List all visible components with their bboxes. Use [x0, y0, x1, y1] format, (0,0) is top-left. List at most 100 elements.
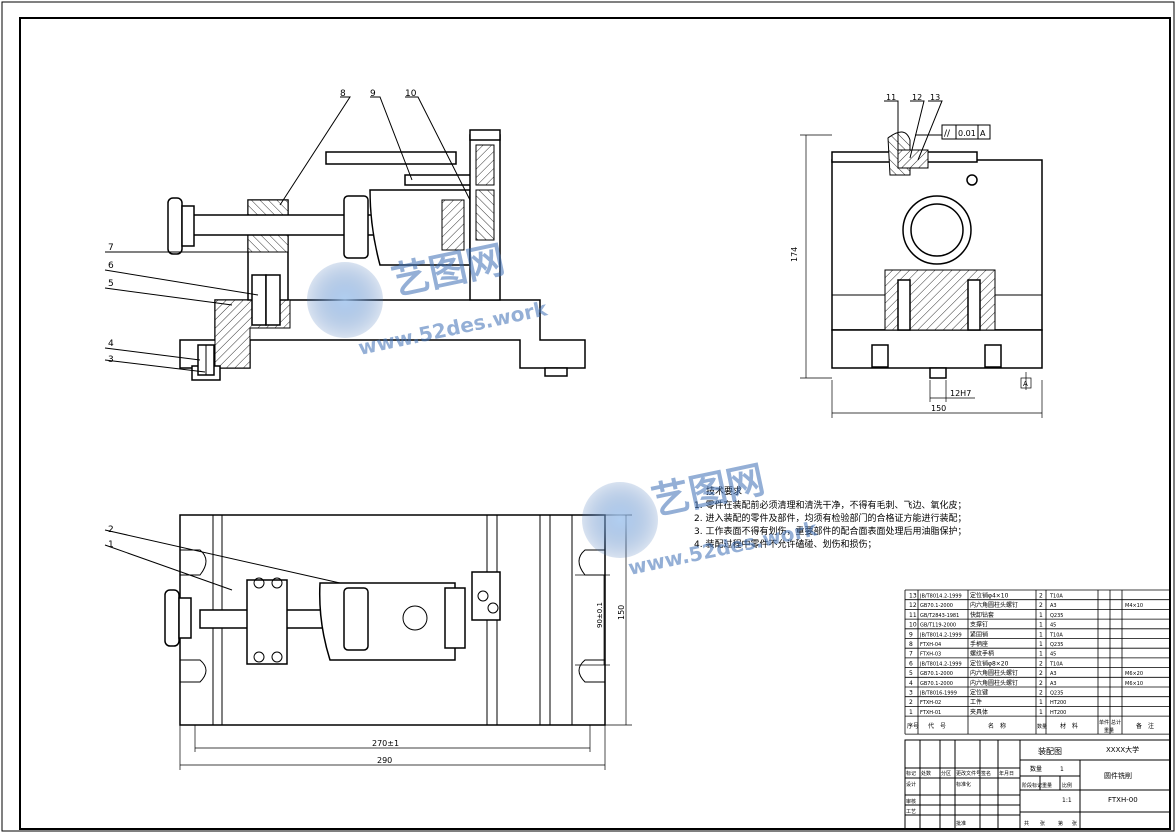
- bom-qty: 1: [1039, 641, 1043, 648]
- plan-view: [164, 514, 606, 726]
- bom-no: 5: [909, 670, 913, 677]
- bom-code: FTXH-03: [920, 652, 941, 658]
- bom-name: 定位键: [970, 689, 988, 697]
- dim-90: 90±0.1: [596, 602, 604, 628]
- bom-no: 2: [909, 699, 913, 706]
- title-page-label: 第: [1058, 820, 1063, 827]
- watermark-1: 艺图网 www.52des.work: [307, 237, 550, 360]
- bom-qty: 1: [1039, 622, 1043, 629]
- bom-header-material: 材 料: [1060, 722, 1078, 730]
- bom-code: GB70.1-2000: [920, 603, 953, 609]
- dim-174: 174: [790, 247, 799, 262]
- bom-no: 1: [909, 709, 913, 716]
- callout-5: 5: [108, 279, 114, 289]
- title-zone-label: 分区: [941, 770, 951, 777]
- title-school: XXXX大学: [1106, 745, 1139, 754]
- bom-name: 定位销φ4×10: [970, 592, 1009, 600]
- datum-a: A: [1023, 380, 1028, 388]
- bom-header-note: 备 注: [1136, 722, 1154, 730]
- title-scale-value: 1:1: [1062, 797, 1072, 804]
- tolerance-frame: // 0.01 A: [941, 124, 991, 140]
- bom-code: JB/T8016-1999: [919, 691, 957, 697]
- title-count-label: 处数: [921, 770, 931, 777]
- callout-10: 10: [405, 89, 417, 99]
- bom-qty: 2: [1039, 593, 1043, 600]
- bom-name: 定位销φ8×20: [970, 659, 1009, 667]
- bom-material: A3: [1050, 603, 1057, 609]
- side-view: [831, 131, 1043, 379]
- side-leaders: [884, 100, 943, 161]
- bom-name: 内六角圆柱头螺钉: [970, 669, 1018, 677]
- bom-name: 手柄座: [970, 640, 988, 648]
- tech-title: 技术要求: [706, 485, 742, 497]
- bom-material: Q235: [1050, 613, 1063, 619]
- bom-code: JB/T8014.2-1999: [919, 594, 962, 600]
- bom-no: 6: [909, 660, 913, 667]
- title-block: 装配图 XXXX大学 圆件铣削 FTXH-00 数量 1 阶段标记 重量 比例 …: [904, 739, 1171, 830]
- front-section-view: [167, 129, 586, 381]
- plan-dimensions: [179, 514, 632, 770]
- bom-material: 45: [1050, 623, 1056, 629]
- callout-8: 8: [340, 89, 346, 99]
- bom-no: 11: [909, 612, 917, 619]
- bom-no: 7: [909, 651, 913, 658]
- title-process-label: 工艺: [906, 809, 916, 815]
- title-mark-label: 标记: [906, 770, 916, 777]
- side-dimensions: [800, 134, 1043, 418]
- title-std-label: 标准化: [956, 781, 971, 788]
- title-review-label: 审核: [906, 798, 916, 805]
- bom-qty: 2: [1039, 602, 1043, 609]
- bom-no: 10: [909, 622, 917, 629]
- parallelism-symbol: //: [944, 129, 951, 139]
- bom-qty: 2: [1039, 670, 1043, 677]
- bom-name: 快卸钻套: [970, 611, 994, 619]
- title-approve-label: 批准: [956, 820, 966, 827]
- title-part-name: 圆件铣削: [1104, 771, 1132, 780]
- bom-qty: 1: [1039, 612, 1043, 619]
- dim-270: 270±1: [372, 739, 399, 748]
- bom-qty: 2: [1039, 660, 1043, 667]
- bom-material: T10A: [1049, 594, 1063, 600]
- title-change-label: 更改文件号: [956, 770, 981, 777]
- bom-header-name: 名 称: [988, 722, 1006, 730]
- bom-note: M4×10: [1125, 603, 1143, 609]
- bom-code: JB/T8014.2-1999: [919, 661, 962, 667]
- dim-150-plan: 150: [617, 605, 626, 620]
- tech-item-2: 2. 进入装配的零件及部件，均须有检验部门的合格证方能进行装配；: [694, 512, 966, 524]
- bom-name: 支撑钉: [970, 621, 988, 629]
- bom-note: M6×20: [1125, 671, 1143, 677]
- bom-note: M6×10: [1125, 681, 1143, 687]
- title-total-label: 共: [1024, 820, 1029, 827]
- front-callout-numbers: 8 9 10 7 6 5 4 3: [108, 89, 417, 365]
- bom-name: 内六角圆柱头螺钉: [970, 601, 1018, 609]
- callout-1: 1: [108, 540, 114, 550]
- title-drawing: 装配图: [1038, 746, 1062, 756]
- inner-border: [19, 17, 1171, 830]
- bom-no: 9: [909, 631, 913, 638]
- tech-item-4: 4. 装配过程中零件不允许磕碰、划伤和损伤；: [694, 538, 876, 550]
- bom-header-no: 序号: [907, 722, 919, 730]
- tolerance-datum: A: [980, 129, 986, 138]
- bom-no: 3: [909, 690, 913, 697]
- bom-material: A3: [1050, 681, 1057, 687]
- bom-qty: 1: [1039, 631, 1043, 638]
- callout-9: 9: [370, 89, 376, 99]
- bom-material: T10A: [1049, 661, 1063, 667]
- bom-code: FTXH-04: [920, 642, 941, 648]
- bom-qty: 1: [1039, 699, 1043, 706]
- bom-no: 8: [909, 641, 913, 648]
- bom-material: HT200: [1050, 700, 1066, 706]
- callout-2: 2: [108, 525, 114, 535]
- bom-name: 夹具体: [970, 708, 988, 716]
- bom-name: 紧固销: [970, 630, 988, 638]
- bom-no: 13: [909, 593, 917, 600]
- bom-qty: 1: [1039, 651, 1043, 658]
- bom-no: 12: [909, 602, 917, 609]
- title-scale-label: 比例: [1062, 782, 1072, 789]
- bom-code: GB/T2843-1981: [920, 613, 959, 619]
- bom-header-weight: 重量: [1104, 727, 1114, 734]
- bom-name: 工件: [970, 698, 982, 706]
- bom-no: 4: [909, 680, 913, 687]
